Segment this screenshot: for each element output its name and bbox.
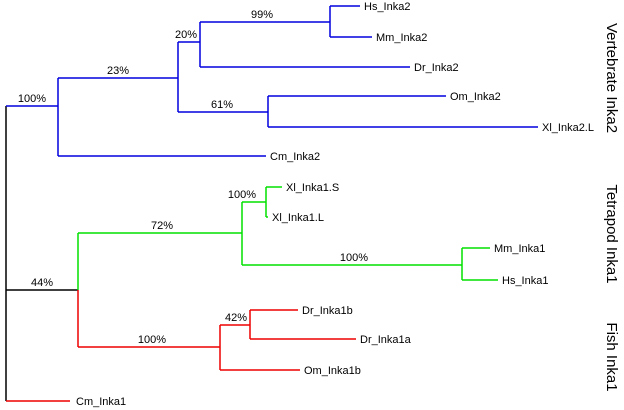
fish-inka1-branches xyxy=(6,290,356,402)
root-branches xyxy=(5,106,78,401)
taxon-labels: Hs_Inka2 Mm_Inka2 Dr_Inka2 Om_Inka2 Xl_I… xyxy=(76,1,594,408)
taxon-label: Hs_Inka1 xyxy=(502,275,548,287)
support-labels: 100% 23% 20% 99% 61% 44% 72% 100% 100% 1… xyxy=(18,9,368,346)
support-value: 99% xyxy=(251,9,273,21)
support-value: 42% xyxy=(225,312,247,324)
vertebrate-inka2-branches xyxy=(6,5,538,157)
support-value: 23% xyxy=(107,65,129,77)
taxon-label: Xl_Inka1.S xyxy=(286,182,339,194)
support-value: 20% xyxy=(175,29,197,41)
taxon-label: Hs_Inka2 xyxy=(364,1,410,13)
taxon-label: Xl_Inka1.L xyxy=(272,212,324,224)
taxon-label: Mm_Inka2 xyxy=(376,32,427,44)
taxon-label: Dr_Inka1b xyxy=(302,305,353,317)
support-value: 61% xyxy=(211,99,233,111)
clade-labels: Vertebrate Inka2 Tetrapod Inka1 Fish Ink… xyxy=(603,23,620,392)
support-value: 100% xyxy=(18,93,46,105)
clade-label-vertebrate-inka2: Vertebrate Inka2 xyxy=(603,23,620,133)
support-value: 100% xyxy=(340,252,368,264)
taxon-label: Cm_Inka1 xyxy=(76,396,126,408)
support-value: 100% xyxy=(138,334,166,346)
tetrapod-inka1-branches xyxy=(77,186,498,290)
support-value: 100% xyxy=(228,189,256,201)
taxon-label: Mm_Inka1 xyxy=(494,243,545,255)
taxon-label: Om_Inka2 xyxy=(450,91,501,103)
taxon-label: Om_Inka1b xyxy=(304,365,361,377)
taxon-label: Dr_Inka1a xyxy=(360,334,412,346)
taxon-label: Xl_Inka2.L xyxy=(542,122,594,134)
taxon-label: Cm_Inka2 xyxy=(270,151,320,163)
support-value: 44% xyxy=(31,277,53,289)
support-value: 72% xyxy=(151,220,173,232)
clade-label-tetrapod-inka1: Tetrapod Inka1 xyxy=(603,184,620,283)
clade-label-fish-inka1: Fish Inka1 xyxy=(603,322,620,391)
taxon-label: Dr_Inka2 xyxy=(414,62,459,74)
